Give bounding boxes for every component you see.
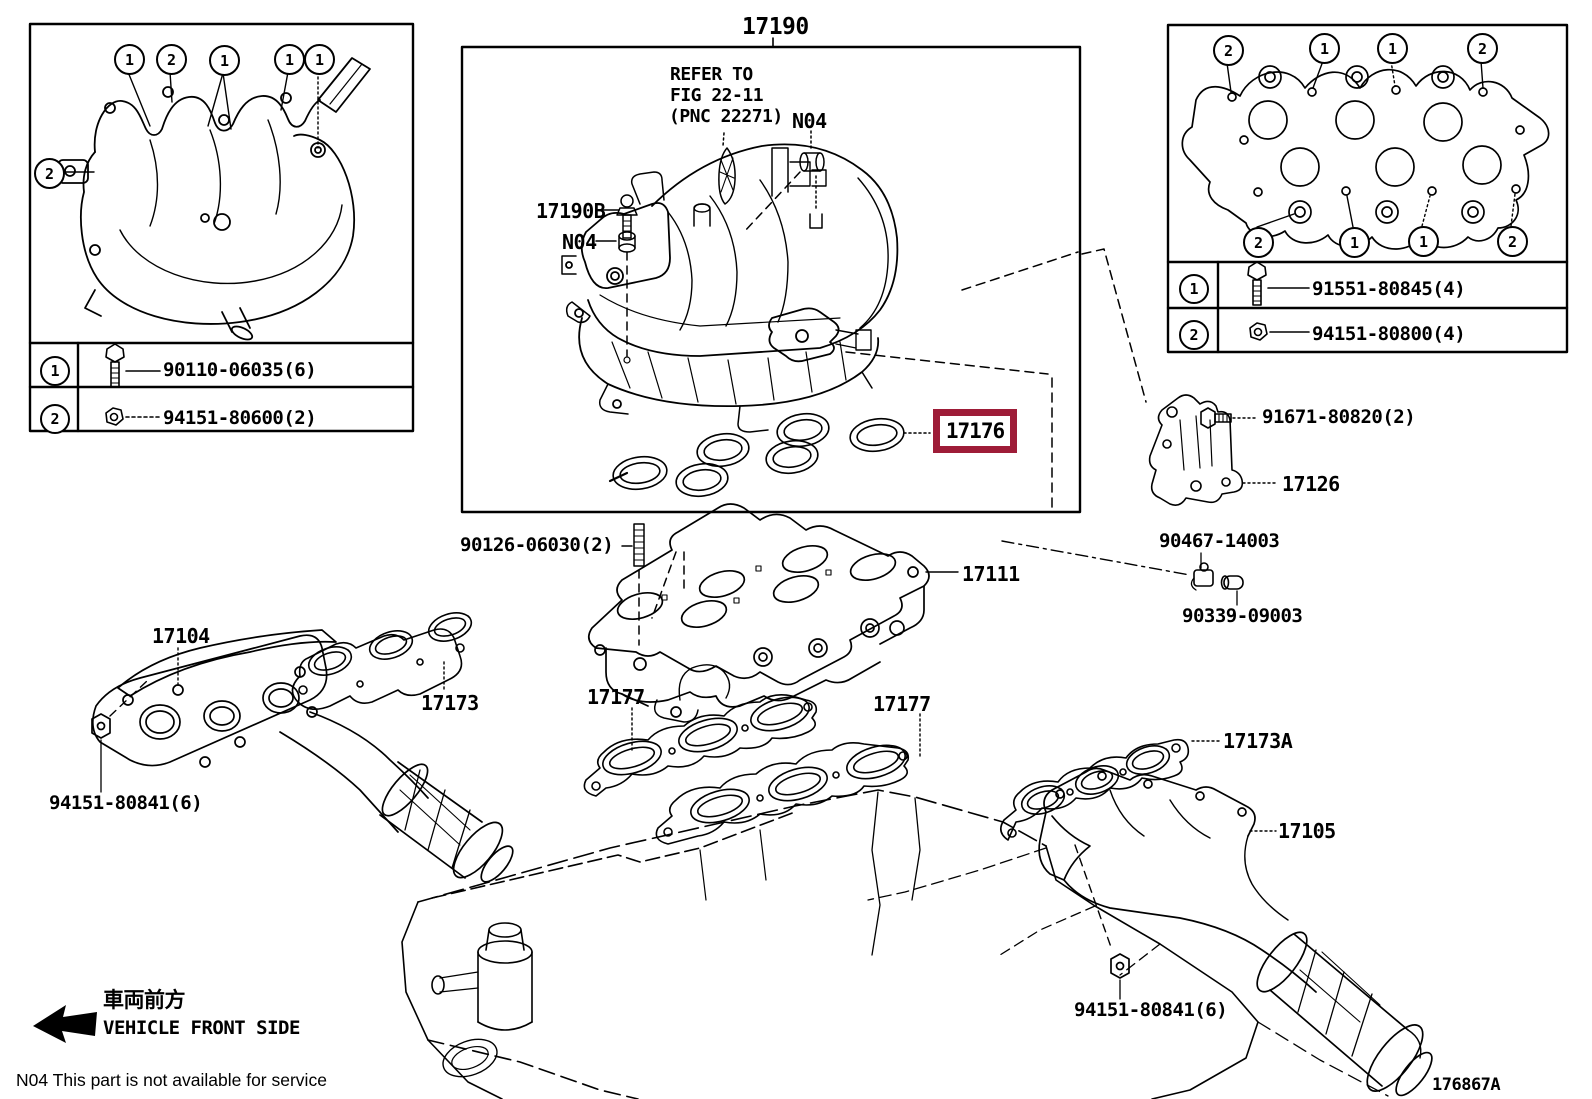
callout-1: 1 bbox=[274, 44, 305, 75]
table-part-90110-06035: 90110-06035(6) bbox=[163, 359, 317, 381]
nut-icon bbox=[1110, 953, 1130, 979]
figure-code: 176867A bbox=[1432, 1075, 1501, 1095]
bolt-17190b-and-grommet bbox=[595, 194, 638, 253]
callout-2: 2 bbox=[34, 158, 65, 189]
part-label-17104: 17104 bbox=[152, 624, 210, 648]
right-table-icons bbox=[1247, 261, 1310, 341]
part-label-94151-80841-right: 94151-80841(6) bbox=[1074, 999, 1228, 1021]
right-inset-box bbox=[1166, 23, 1569, 354]
center-box-dashed-connectors bbox=[845, 248, 1147, 511]
table-callout-1: 1 bbox=[40, 356, 70, 386]
table-part-94151-80800: 94151-80800(4) bbox=[1312, 323, 1466, 345]
left-table-icons bbox=[105, 343, 161, 426]
callout-1: 1 bbox=[209, 45, 240, 76]
callout-2: 2 bbox=[1243, 227, 1274, 258]
highlighted-part-17176[interactable]: 17176 bbox=[933, 409, 1017, 453]
intake-gasket-17177-right-drawing bbox=[655, 713, 921, 845]
stud-90126-drawing bbox=[621, 523, 685, 646]
part-label-17173a: 17173A bbox=[1223, 729, 1293, 753]
table-part-94151-80600: 94151-80600(2) bbox=[163, 407, 317, 429]
leaf-part-refer-drawing bbox=[718, 130, 825, 205]
table-part-91551-80845: 91551-80845(4) bbox=[1312, 278, 1466, 300]
front-side-label-jp: 車両前方 bbox=[103, 988, 186, 1012]
part-label-94151-80841-left: 94151-80841(6) bbox=[49, 792, 203, 814]
part-label-17111: 17111 bbox=[962, 562, 1020, 586]
front-side-label-en: VEHICLE FRONT SIDE bbox=[103, 1017, 300, 1039]
lower-intake-manifold-17111-drawing bbox=[587, 503, 959, 723]
n04-marker-top: N04 bbox=[792, 109, 827, 133]
table-callout-2: 2 bbox=[1179, 320, 1209, 350]
manifold-gasket-17176-drawing bbox=[608, 412, 931, 498]
vehicle-front-arrow bbox=[33, 1005, 97, 1043]
callout-2: 2 bbox=[156, 44, 187, 75]
exhaust-gasket-drawing bbox=[1181, 65, 1550, 250]
intake-gasket-17177-left-drawing bbox=[583, 694, 818, 797]
part-label-17126: 17126 bbox=[1282, 472, 1340, 496]
bracket-17126-drawing bbox=[1148, 394, 1279, 506]
right-box-callout-leaders bbox=[1226, 60, 1516, 228]
callout-2: 2 bbox=[1497, 226, 1528, 257]
callout-1: 1 bbox=[1408, 226, 1439, 257]
bolt-icon bbox=[1200, 407, 1216, 429]
callout-1: 1 bbox=[114, 44, 145, 75]
nut-icon bbox=[91, 713, 111, 739]
refer-note-line3: (PNC 22271) bbox=[669, 106, 783, 127]
service-note: N04 This part is not available for servi… bbox=[16, 1070, 327, 1090]
part-label-17177-left: 17177 bbox=[587, 685, 645, 709]
part-label-90339-09003: 90339-09003 bbox=[1182, 605, 1303, 627]
center-assembly-box bbox=[460, 37, 1082, 514]
refer-note-line1: REFER TO bbox=[670, 64, 753, 85]
left-box-callout-leaders bbox=[61, 71, 319, 173]
clamp-90467-and-plug-90339 bbox=[1001, 540, 1244, 606]
part-label-17176: 17176 bbox=[945, 419, 1005, 443]
n04-marker-side: N04 bbox=[562, 230, 597, 254]
table-callout-1: 1 bbox=[1179, 274, 1209, 304]
refer-note-line2: FIG 22-11 bbox=[670, 85, 764, 106]
nut-icon bbox=[105, 407, 124, 426]
exhaust-gasket-17173a-drawing bbox=[1000, 738, 1221, 841]
engine-block-outline bbox=[401, 789, 1389, 1099]
exhaust-manifold-17105-drawing bbox=[1038, 767, 1433, 1097]
callout-2: 2 bbox=[1467, 33, 1498, 64]
exhaust-manifold-17104-drawing bbox=[91, 629, 514, 883]
part-label-91671-80820: 91671-80820(2) bbox=[1262, 406, 1416, 428]
surge-tank-drawing bbox=[561, 143, 899, 433]
part-label-17190b: 17190B bbox=[536, 199, 606, 223]
part-label-17177-right: 17177 bbox=[873, 692, 931, 716]
assembly-title-17190: 17190 bbox=[742, 14, 809, 40]
part-label-90467-14003: 90467-14003 bbox=[1159, 530, 1280, 552]
nut-icon bbox=[1249, 322, 1268, 341]
callout-1: 1 bbox=[304, 44, 335, 75]
table-callout-2: 2 bbox=[40, 404, 70, 434]
callout-1: 1 bbox=[1309, 33, 1340, 64]
bolt-icon bbox=[105, 343, 125, 363]
callout-2: 2 bbox=[1213, 35, 1244, 66]
intake-manifold-top-view-drawing bbox=[57, 57, 371, 341]
bolt-icon bbox=[1247, 261, 1267, 281]
left-inset-box bbox=[28, 22, 415, 433]
part-label-17105: 17105 bbox=[1278, 819, 1336, 843]
callout-1: 1 bbox=[1339, 227, 1370, 258]
part-label-90126-06030: 90126-06030(2) bbox=[460, 534, 614, 556]
exhaust-gasket-17173-drawing bbox=[291, 612, 473, 710]
callout-1: 1 bbox=[1377, 33, 1408, 64]
part-label-17173: 17173 bbox=[421, 691, 479, 715]
